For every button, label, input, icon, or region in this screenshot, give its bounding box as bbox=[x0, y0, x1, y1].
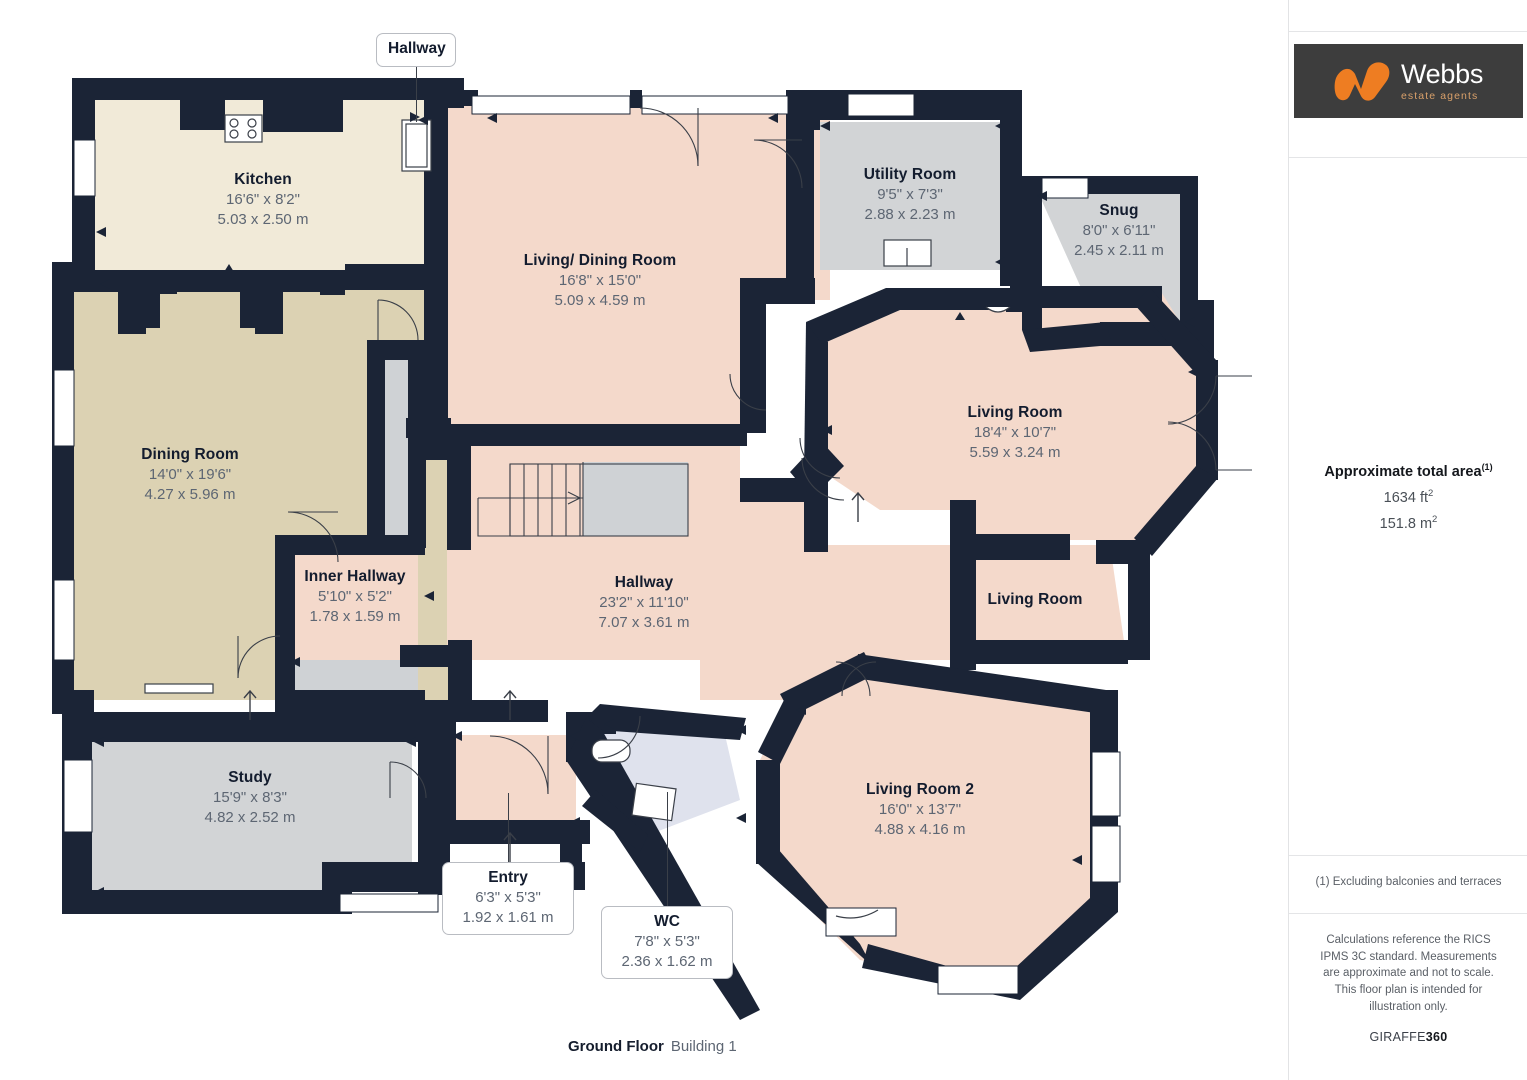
sidebar-divider-under-logo bbox=[1289, 157, 1527, 158]
staircase-icon bbox=[477, 462, 689, 537]
total-area-label: Approximate total area bbox=[1324, 463, 1482, 480]
brand-suffix: 360 bbox=[1425, 1030, 1448, 1044]
total-area-imperial-unit-exp: 2 bbox=[1428, 487, 1434, 499]
total-area-title: Approximate total area(1) bbox=[1289, 462, 1527, 480]
total-area-imperial-value: 1634 ft bbox=[1383, 489, 1429, 506]
room-fill-living-dining bbox=[447, 100, 830, 432]
brand-prefix: GIRAFFE bbox=[1369, 1030, 1426, 1044]
callout-hallway: Hallway bbox=[376, 33, 456, 68]
toilet-icon bbox=[631, 782, 677, 822]
logo-tagline-text: estate agents bbox=[1400, 89, 1479, 102]
floorplan-canvas[interactable]: Kitchen 16'6" x 8'2" 5.03 x 2.50 m Dinin… bbox=[0, 0, 1288, 1080]
dimension-ticks bbox=[94, 112, 1198, 897]
door-swings bbox=[237, 107, 1252, 799]
logo-brand-text: Webbs bbox=[1400, 58, 1484, 89]
total-area-block: Approximate total area(1) 1634 ft2 151.8… bbox=[1289, 462, 1527, 531]
floorplan-drawing bbox=[52, 78, 1252, 1020]
sidebar-divider-top bbox=[1289, 31, 1527, 32]
floor-caption: Ground Floor Building 1 bbox=[568, 1038, 737, 1055]
room-fill-kitchen bbox=[95, 96, 456, 285]
hob-icon bbox=[224, 114, 263, 143]
room-fill-living-strip bbox=[975, 545, 1125, 648]
giraffe360-brand: GIRAFFE360 bbox=[1289, 1030, 1527, 1044]
tall-unit-icon bbox=[401, 119, 432, 172]
total-area-footnote-marker: (1) bbox=[1481, 462, 1493, 472]
sidebar-divider-above-disclaimer bbox=[1289, 913, 1527, 914]
total-area-imperial: 1634 ft2 bbox=[1289, 488, 1527, 506]
callout-dimensions-imperial: 7'8" x 5'3" bbox=[634, 933, 700, 951]
basin-icon bbox=[591, 739, 631, 763]
hearth-2-icon bbox=[835, 909, 879, 919]
room-fill-study bbox=[90, 742, 412, 900]
callout-leader-wc bbox=[667, 792, 668, 906]
callout-name: Hallway bbox=[388, 40, 446, 57]
windows bbox=[53, 93, 1121, 995]
total-area-metric: 151.8 m2 bbox=[1289, 514, 1527, 532]
direction-arrows bbox=[243, 491, 865, 862]
callout-entry: Entry 6'3" x 5'3" 1.92 x 1.61 m bbox=[442, 862, 574, 936]
building-name: Building 1 bbox=[670, 1038, 737, 1055]
sidebar-divider-above-footnote bbox=[1289, 855, 1527, 856]
callout-name: Entry bbox=[488, 869, 528, 886]
total-area-metric-value: 151.8 m bbox=[1379, 515, 1433, 532]
callout-name: WC bbox=[654, 913, 680, 930]
walls bbox=[52, 78, 1218, 1020]
info-sidebar: Webbs estate agents Approximate total ar… bbox=[1288, 0, 1527, 1080]
callout-leader-hallway bbox=[416, 61, 417, 122]
area-footnote: (1) Excluding balconies and terraces bbox=[1315, 876, 1502, 888]
callout-dimensions-metric: 1.92 x 1.61 m bbox=[462, 908, 554, 926]
callout-wc: WC 7'8" x 5'3" 2.36 x 1.62 m bbox=[601, 906, 733, 980]
floor-name: Ground Floor bbox=[568, 1038, 664, 1055]
fixtures bbox=[144, 114, 1011, 919]
callout-dimensions-metric: 2.36 x 1.62 m bbox=[621, 952, 713, 970]
total-area-metric-unit-exp: 2 bbox=[1432, 513, 1438, 525]
stair-landing-fill bbox=[583, 462, 688, 536]
room-fill-living bbox=[820, 290, 1210, 540]
hearth-icon bbox=[985, 306, 1011, 313]
window-sill-icon bbox=[144, 683, 214, 694]
room-fill-entry bbox=[448, 735, 576, 830]
measurement-disclaimer: Calculations reference the RICS IPMS 3C … bbox=[1320, 934, 1497, 1013]
room-fill-inner-hallway bbox=[293, 545, 418, 665]
w-swoosh-icon bbox=[1334, 62, 1390, 101]
callout-leader-entry bbox=[508, 793, 509, 862]
agency-logo: Webbs estate agents bbox=[1294, 44, 1523, 118]
callout-dimensions-imperial: 6'3" x 5'3" bbox=[475, 889, 541, 907]
